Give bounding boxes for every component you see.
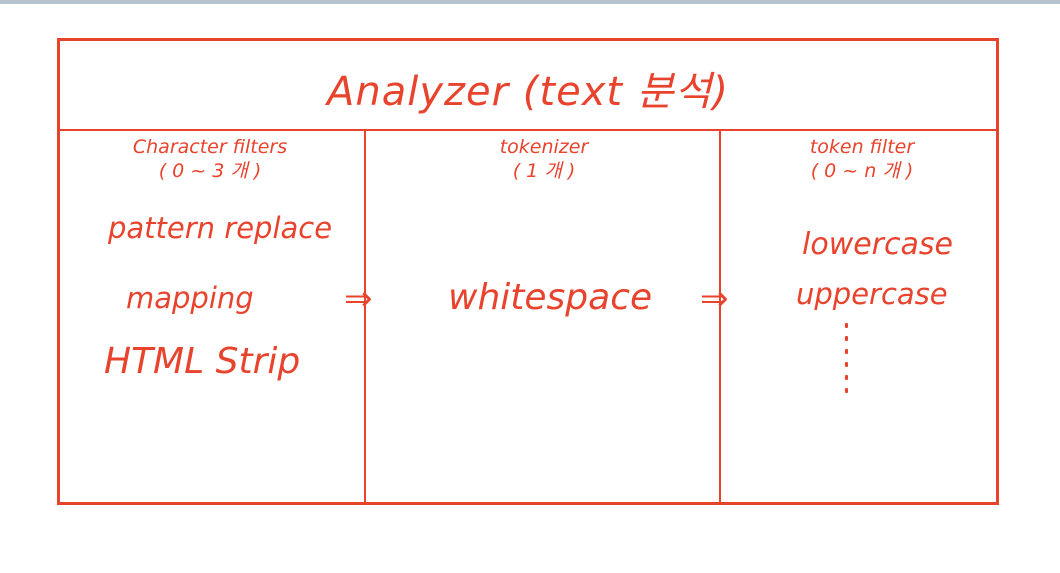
tokenizer-title: tokenizer [499, 136, 589, 158]
title-row: Analyzer (text 분석) [60, 41, 996, 131]
continuation-dots [845, 323, 848, 403]
diagram-title: Analyzer (text 분석) [327, 69, 729, 115]
tokenizer-item-whitespace: whitespace [448, 277, 653, 318]
token-filter-item-uppercase: uppercase [796, 277, 948, 311]
analyzer-diagram: Analyzer (text 분석) Character filters ( 0… [57, 38, 999, 505]
filter-item-html-strip: HTML Strip [104, 341, 301, 382]
filter-item-pattern-replace: pattern replace [108, 211, 333, 245]
column-divider-1 [364, 130, 366, 502]
token-filter-count: ( 0 ~ n 개 ) [810, 160, 914, 182]
arrow-1: ⇒ [344, 279, 373, 319]
character-filters-title: Character filters [132, 136, 288, 158]
tokenizer-count: ( 1 개 ) [512, 160, 576, 182]
character-filters-count: ( 0 ~ 3 개 ) [158, 160, 262, 182]
arrow-2: ⇒ [700, 279, 729, 319]
token-filter-item-lowercase: lowercase [802, 227, 953, 262]
column-divider-2 [719, 130, 721, 502]
top-bar [0, 0, 1060, 4]
filter-item-mapping: mapping [126, 281, 254, 315]
token-filter-title: token filter [809, 136, 915, 158]
